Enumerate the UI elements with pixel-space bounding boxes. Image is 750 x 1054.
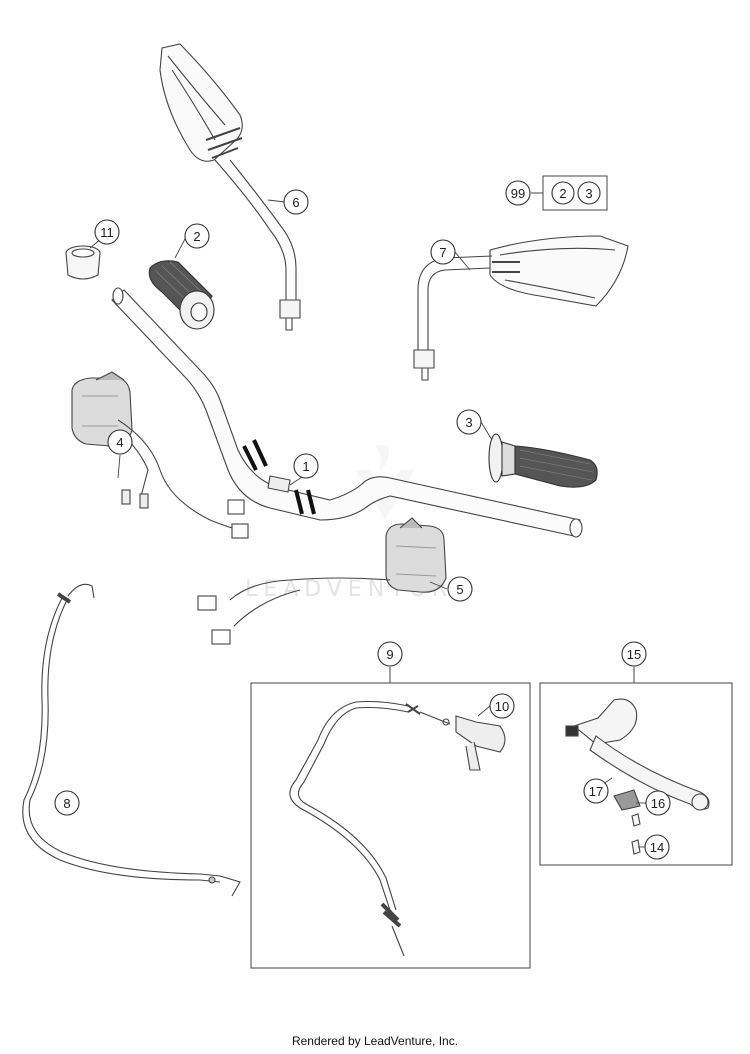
svg-text:1: 1 — [302, 459, 309, 474]
callout-10: 10 — [489, 693, 515, 719]
grip-left — [148, 260, 215, 330]
svg-text:6: 6 — [292, 195, 299, 210]
switch-left — [71, 371, 249, 539]
lever-box — [539, 667, 733, 866]
callout-6: 6 — [283, 189, 309, 215]
svg-text:11: 11 — [100, 225, 114, 240]
svg-text:9: 9 — [386, 647, 393, 662]
throttle-cable — [22, 583, 241, 897]
callout-1: 1 — [293, 453, 319, 479]
handlebar — [111, 287, 583, 538]
bushing — [65, 245, 101, 280]
svg-text:16: 16 — [651, 796, 665, 811]
kit-callout-2: 2 — [551, 181, 575, 205]
svg-text:10: 10 — [495, 699, 509, 714]
svg-text:5: 5 — [456, 582, 463, 597]
footer-credit: Rendered by LeadVenture, Inc. — [291, 1034, 459, 1048]
svg-text:2: 2 — [559, 186, 566, 201]
kit-group — [531, 175, 608, 211]
svg-text:14: 14 — [650, 840, 664, 855]
svg-text:7: 7 — [439, 245, 446, 260]
callout-3: 3 — [456, 409, 482, 435]
callout-8: 8 — [54, 790, 80, 816]
callout-99: 99 — [505, 180, 531, 206]
mirror-left — [159, 43, 301, 331]
svg-text:8: 8 — [63, 796, 70, 811]
callout-9: 9 — [377, 641, 403, 667]
callout-14: 14 — [644, 834, 670, 860]
svg-text:17: 17 — [589, 784, 603, 799]
callout-4: 4 — [107, 429, 133, 455]
grip-right — [488, 433, 598, 488]
clutch-cable-box — [250, 667, 531, 969]
svg-text:2: 2 — [193, 229, 200, 244]
mirror-right — [413, 235, 629, 381]
callout-17: 17 — [583, 778, 609, 804]
callout-15: 15 — [621, 641, 647, 667]
svg-text:3: 3 — [585, 186, 592, 201]
callout-7: 7 — [430, 239, 456, 265]
callout-16: 16 — [645, 790, 671, 816]
svg-text:99: 99 — [511, 186, 525, 201]
kit-callout-3: 3 — [577, 181, 601, 205]
svg-text:15: 15 — [627, 647, 641, 662]
callout-11: 11 — [94, 219, 120, 245]
callout-5: 5 — [447, 576, 473, 602]
switch-right — [197, 517, 447, 645]
svg-text:4: 4 — [116, 435, 123, 450]
svg-text:3: 3 — [465, 415, 472, 430]
callout-2: 2 — [184, 223, 210, 249]
